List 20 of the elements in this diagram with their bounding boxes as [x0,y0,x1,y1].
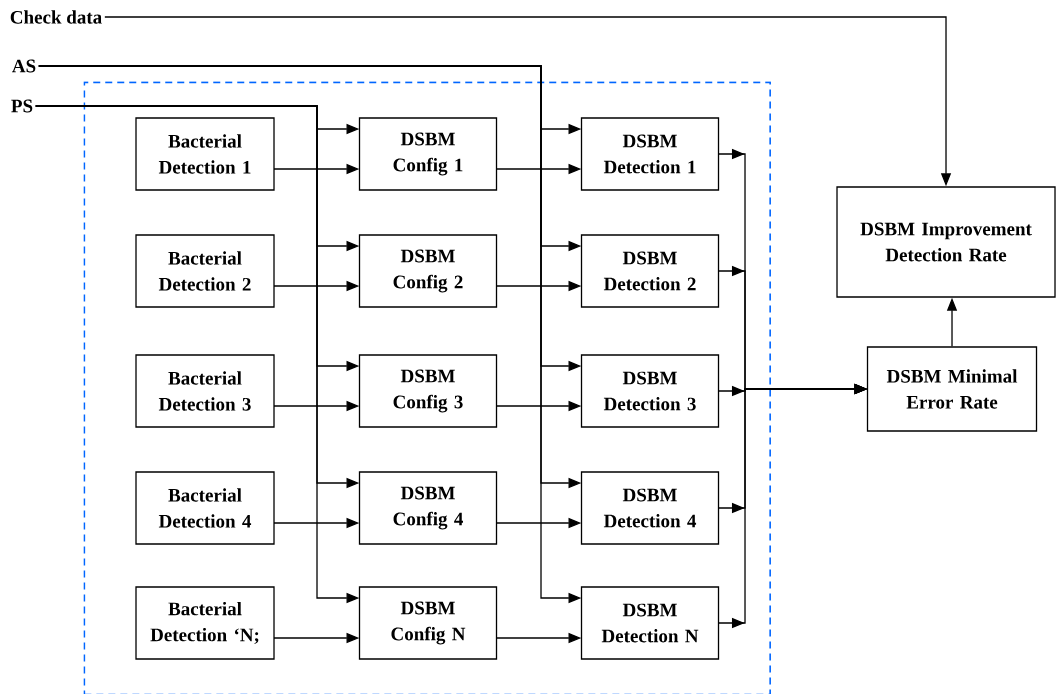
process-box: DSBM Improvement Detection Rate [836,186,1056,298]
process-box: DSBM Config 3 [358,354,498,428]
process-box: DSBM Detection 3 [580,354,720,428]
process-box: DSBM Config 1 [358,117,498,191]
process-box: Bacterial Detection 4 [135,471,275,545]
input-label: Check data [10,10,102,24]
process-box: DSBM Detection 4 [580,471,720,545]
process-box: DSBM Config 4 [358,471,498,545]
process-box: DSBM Config 2 [358,234,498,308]
input-label: PS [11,99,33,113]
process-box: Bacterial Detection 3 [135,354,275,428]
process-box: DSBM Detection 2 [580,234,720,308]
process-box: Bacterial Detection ‘N; [135,586,275,660]
input-label: AS [12,59,36,73]
process-box: DSBM Minimal Error Rate [866,346,1038,432]
process-box: DSBM Detection N [580,586,720,660]
process-box: Bacterial Detection 2 [135,234,275,308]
process-box: DSBM Detection 1 [580,117,720,191]
process-box: Bacterial Detection 1 [135,117,275,191]
process-box: DSBM Config N [358,586,498,660]
